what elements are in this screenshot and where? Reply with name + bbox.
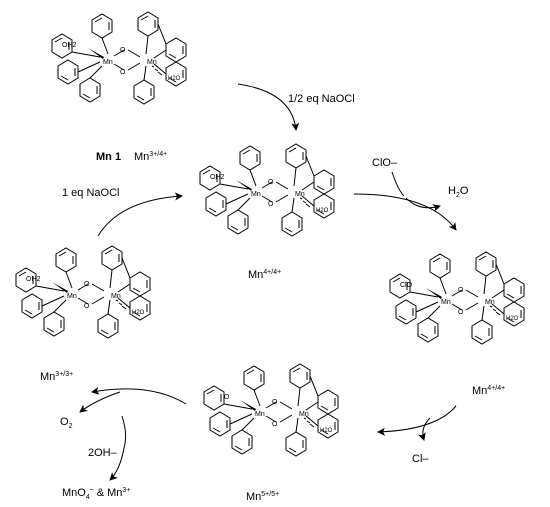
complex-mn33-label: Mn3+/3+ [40, 371, 73, 383]
complex-mn33: OH2 Mn Mn O O H2O [15, 245, 151, 339]
arrow-step2-in [391, 171, 405, 197]
reagent-step2-in: ClO– [372, 157, 398, 169]
reagent-step3-out: Cl– [412, 453, 429, 465]
complex-mn1-prefix: Mn 1 [96, 151, 121, 163]
complex-mn1: OH2 Mn Mn O O H2O [51, 11, 187, 105]
arrow-step2 [353, 193, 457, 231]
arrow-step4-in [121, 415, 127, 449]
mn-atom-label: Mn [111, 293, 121, 300]
oxo-label: O [120, 47, 126, 54]
reagent-step2-out: H2O [448, 185, 469, 199]
arrow-step4-out-mno4 [109, 447, 125, 481]
arrow-step1 [237, 83, 300, 131]
water-label: H2O [316, 208, 329, 214]
oxo-label: O [120, 69, 126, 76]
complex-mn44b-label: Mn4+/4+ [472, 385, 505, 397]
oxo-label: O [268, 179, 274, 186]
complex-mn44a-label: Mn4+/4+ [248, 269, 281, 281]
complex-mn44a: OH2 Mn Mn O O H2O [199, 143, 335, 237]
oxo-label: O [272, 421, 278, 428]
mn-atom-label: Mn [67, 293, 77, 300]
arrow-step3-out [417, 417, 431, 441]
mn-atom-label: Mn [295, 191, 305, 198]
reagent-step4-out-mno4: MnO4– & Mn3+ [62, 486, 130, 501]
oxo-label: O [268, 201, 274, 208]
ligand-label: OH2 [210, 174, 225, 181]
ligand-label: OH2 [26, 276, 41, 283]
arrow-step4-out-o2 [79, 391, 121, 413]
mn-atom-label: Mn [103, 59, 113, 66]
mn-atom-label: Mn [147, 59, 157, 66]
oxo-label: O [458, 287, 464, 294]
ligand-label: O [224, 394, 230, 401]
complex-mn55: O Mn Mn O O H2O [203, 363, 339, 457]
oxo-label: O [272, 399, 278, 406]
complex-mn55-label: Mn5+/5+ [246, 491, 279, 503]
complex-mn44b: ClO Mn Mn O O H2O [389, 251, 525, 345]
complex-mn1-label: Mn3+/4+ [134, 151, 167, 163]
mn-atom-label: Mn [255, 411, 265, 418]
water-label: H2O [320, 428, 333, 434]
mn-atom-label: Mn [299, 411, 309, 418]
water-label: H2O [132, 310, 145, 316]
reagent-step1: 1/2 eq NaOCl [288, 93, 355, 105]
mn-atom-label: Mn [251, 191, 261, 198]
water-label: H2O [506, 316, 519, 322]
reagent-step5: 1 eq NaOCl [62, 187, 119, 199]
arrow-step3 [377, 405, 457, 436]
arrow-step2-out [405, 197, 441, 212]
ligand-label: OH2 [62, 42, 77, 49]
arrow-step5 [97, 192, 183, 237]
reagent-step4-out-o2: O2 [60, 416, 73, 430]
oxo-label: O [84, 303, 90, 310]
arrow-step4 [91, 386, 187, 405]
water-label: H2O [168, 76, 181, 82]
oxo-label: O [84, 281, 90, 288]
ligand-label: ClO [400, 282, 413, 289]
mn-atom-label: Mn [441, 299, 451, 306]
oxo-label: O [458, 309, 464, 316]
reagent-step4-in: 2OH– [88, 447, 118, 459]
mn-atom-label: Mn [485, 299, 495, 306]
